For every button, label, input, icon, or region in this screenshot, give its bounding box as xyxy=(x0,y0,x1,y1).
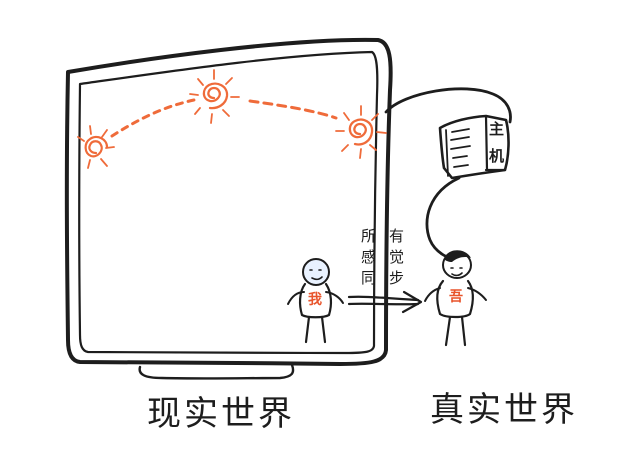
stick-figure-icon xyxy=(424,250,487,347)
real-world-caption: 真实世界 xyxy=(430,390,578,430)
sun-icon xyxy=(189,69,240,124)
host-label-line-2: 机 xyxy=(489,147,504,165)
note-left-line-3: 同 xyxy=(361,269,376,287)
note-right-line-3: 步 xyxy=(389,269,404,287)
sun-icon xyxy=(335,105,387,159)
person-chest-label: 吾 xyxy=(449,289,463,305)
stick-figure-icon xyxy=(287,258,344,344)
right-arrow-icon xyxy=(347,290,423,314)
note-right-line-2: 觉 xyxy=(389,248,404,266)
note-left-line-1: 所 xyxy=(361,227,376,245)
host-label-line-1: 主 xyxy=(489,120,504,138)
note-left-line-2: 感 xyxy=(361,248,376,266)
monitor-icon xyxy=(64,37,393,380)
avatar-chest-label: 我 xyxy=(308,292,322,308)
virtual-world-caption: 现实世界 xyxy=(147,394,295,434)
computer-tower-icon xyxy=(438,114,510,180)
sun-icon xyxy=(77,125,115,169)
note-right-line-1: 有 xyxy=(389,227,404,245)
